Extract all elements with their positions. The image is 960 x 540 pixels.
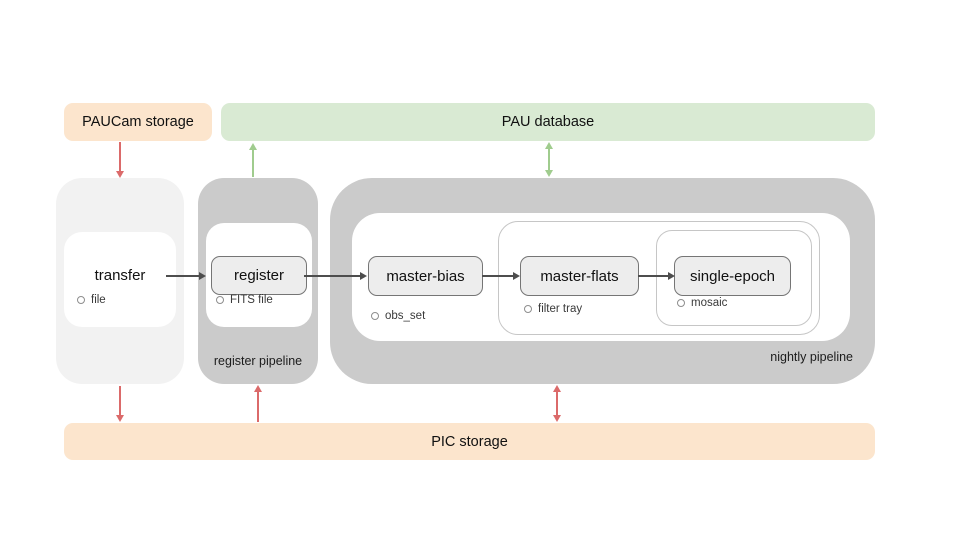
nightly-pipeline-container: master-bias obs_set master-flats filter … xyxy=(330,178,875,384)
master-bias-artifact-label: obs_set xyxy=(385,310,426,322)
arrow-master-flats-to-single-epoch xyxy=(638,275,669,277)
arrow-register-to-paudb xyxy=(252,149,254,177)
transfer-container: transfer file xyxy=(56,178,184,384)
circle-outline-icon xyxy=(77,296,85,304)
filter-tray-frame: master-flats filter tray single-epoch mo… xyxy=(498,221,820,335)
arrow-paudb-nightly-bidirectional xyxy=(548,148,550,171)
mosaic-frame: single-epoch mosaic xyxy=(656,230,812,326)
master-flats-label: master-flats xyxy=(540,267,619,285)
arrow-transfer-to-register xyxy=(166,275,200,277)
arrow-nightly-pic-bidirectional xyxy=(556,391,558,416)
register-card: register FITS file xyxy=(206,223,312,327)
single-epoch-artifact: mosaic xyxy=(677,297,727,309)
single-epoch-artifact-label: mosaic xyxy=(691,297,728,309)
arrow-paucam-to-transfer xyxy=(119,142,121,172)
arrow-transfer-to-pic xyxy=(119,386,121,416)
circle-outline-icon xyxy=(216,296,224,304)
register-pipeline-container: register FITS file register pipeline xyxy=(198,178,318,384)
paucam-storage-label: PAUCam storage xyxy=(82,114,194,130)
master-bias-node: master-bias xyxy=(368,256,483,296)
paucam-storage-box: PAUCam storage xyxy=(64,103,212,141)
pic-storage-box: PIC storage xyxy=(64,423,875,460)
master-bias-artifact: obs_set xyxy=(371,310,425,322)
pau-database-label: PAU database xyxy=(501,114,595,130)
pau-database-box: PAU database xyxy=(221,103,875,141)
single-epoch-node: single-epoch xyxy=(674,256,791,296)
master-flats-artifact-label: filter tray xyxy=(538,303,583,315)
circle-outline-icon xyxy=(677,299,685,307)
register-node-label: register xyxy=(233,267,285,284)
nightly-card: master-bias obs_set master-flats filter … xyxy=(352,213,850,341)
master-flats-node: master-flats xyxy=(520,256,639,296)
arrow-register-to-master-bias xyxy=(304,275,361,277)
master-flats-artifact: filter tray xyxy=(524,303,582,315)
register-artifact-label: FITS file xyxy=(230,294,273,306)
circle-outline-icon xyxy=(524,305,532,313)
register-node: register xyxy=(211,256,307,295)
transfer-card: transfer file xyxy=(64,232,176,327)
transfer-node: transfer xyxy=(94,267,146,284)
circle-outline-icon xyxy=(371,312,379,320)
arrow-master-bias-to-master-flats xyxy=(482,275,514,277)
nightly-pipeline-label: nightly pipeline xyxy=(770,350,853,364)
arrow-pic-to-register xyxy=(257,391,259,422)
transfer-artifact: file xyxy=(77,294,106,306)
transfer-artifact-label: file xyxy=(91,294,106,306)
register-pipeline-label: register pipeline xyxy=(213,354,303,368)
master-bias-label: master-bias xyxy=(386,267,465,285)
pic-storage-label: PIC storage xyxy=(431,433,508,450)
single-epoch-label: single-epoch xyxy=(689,267,776,285)
register-artifact: FITS file xyxy=(216,294,273,306)
